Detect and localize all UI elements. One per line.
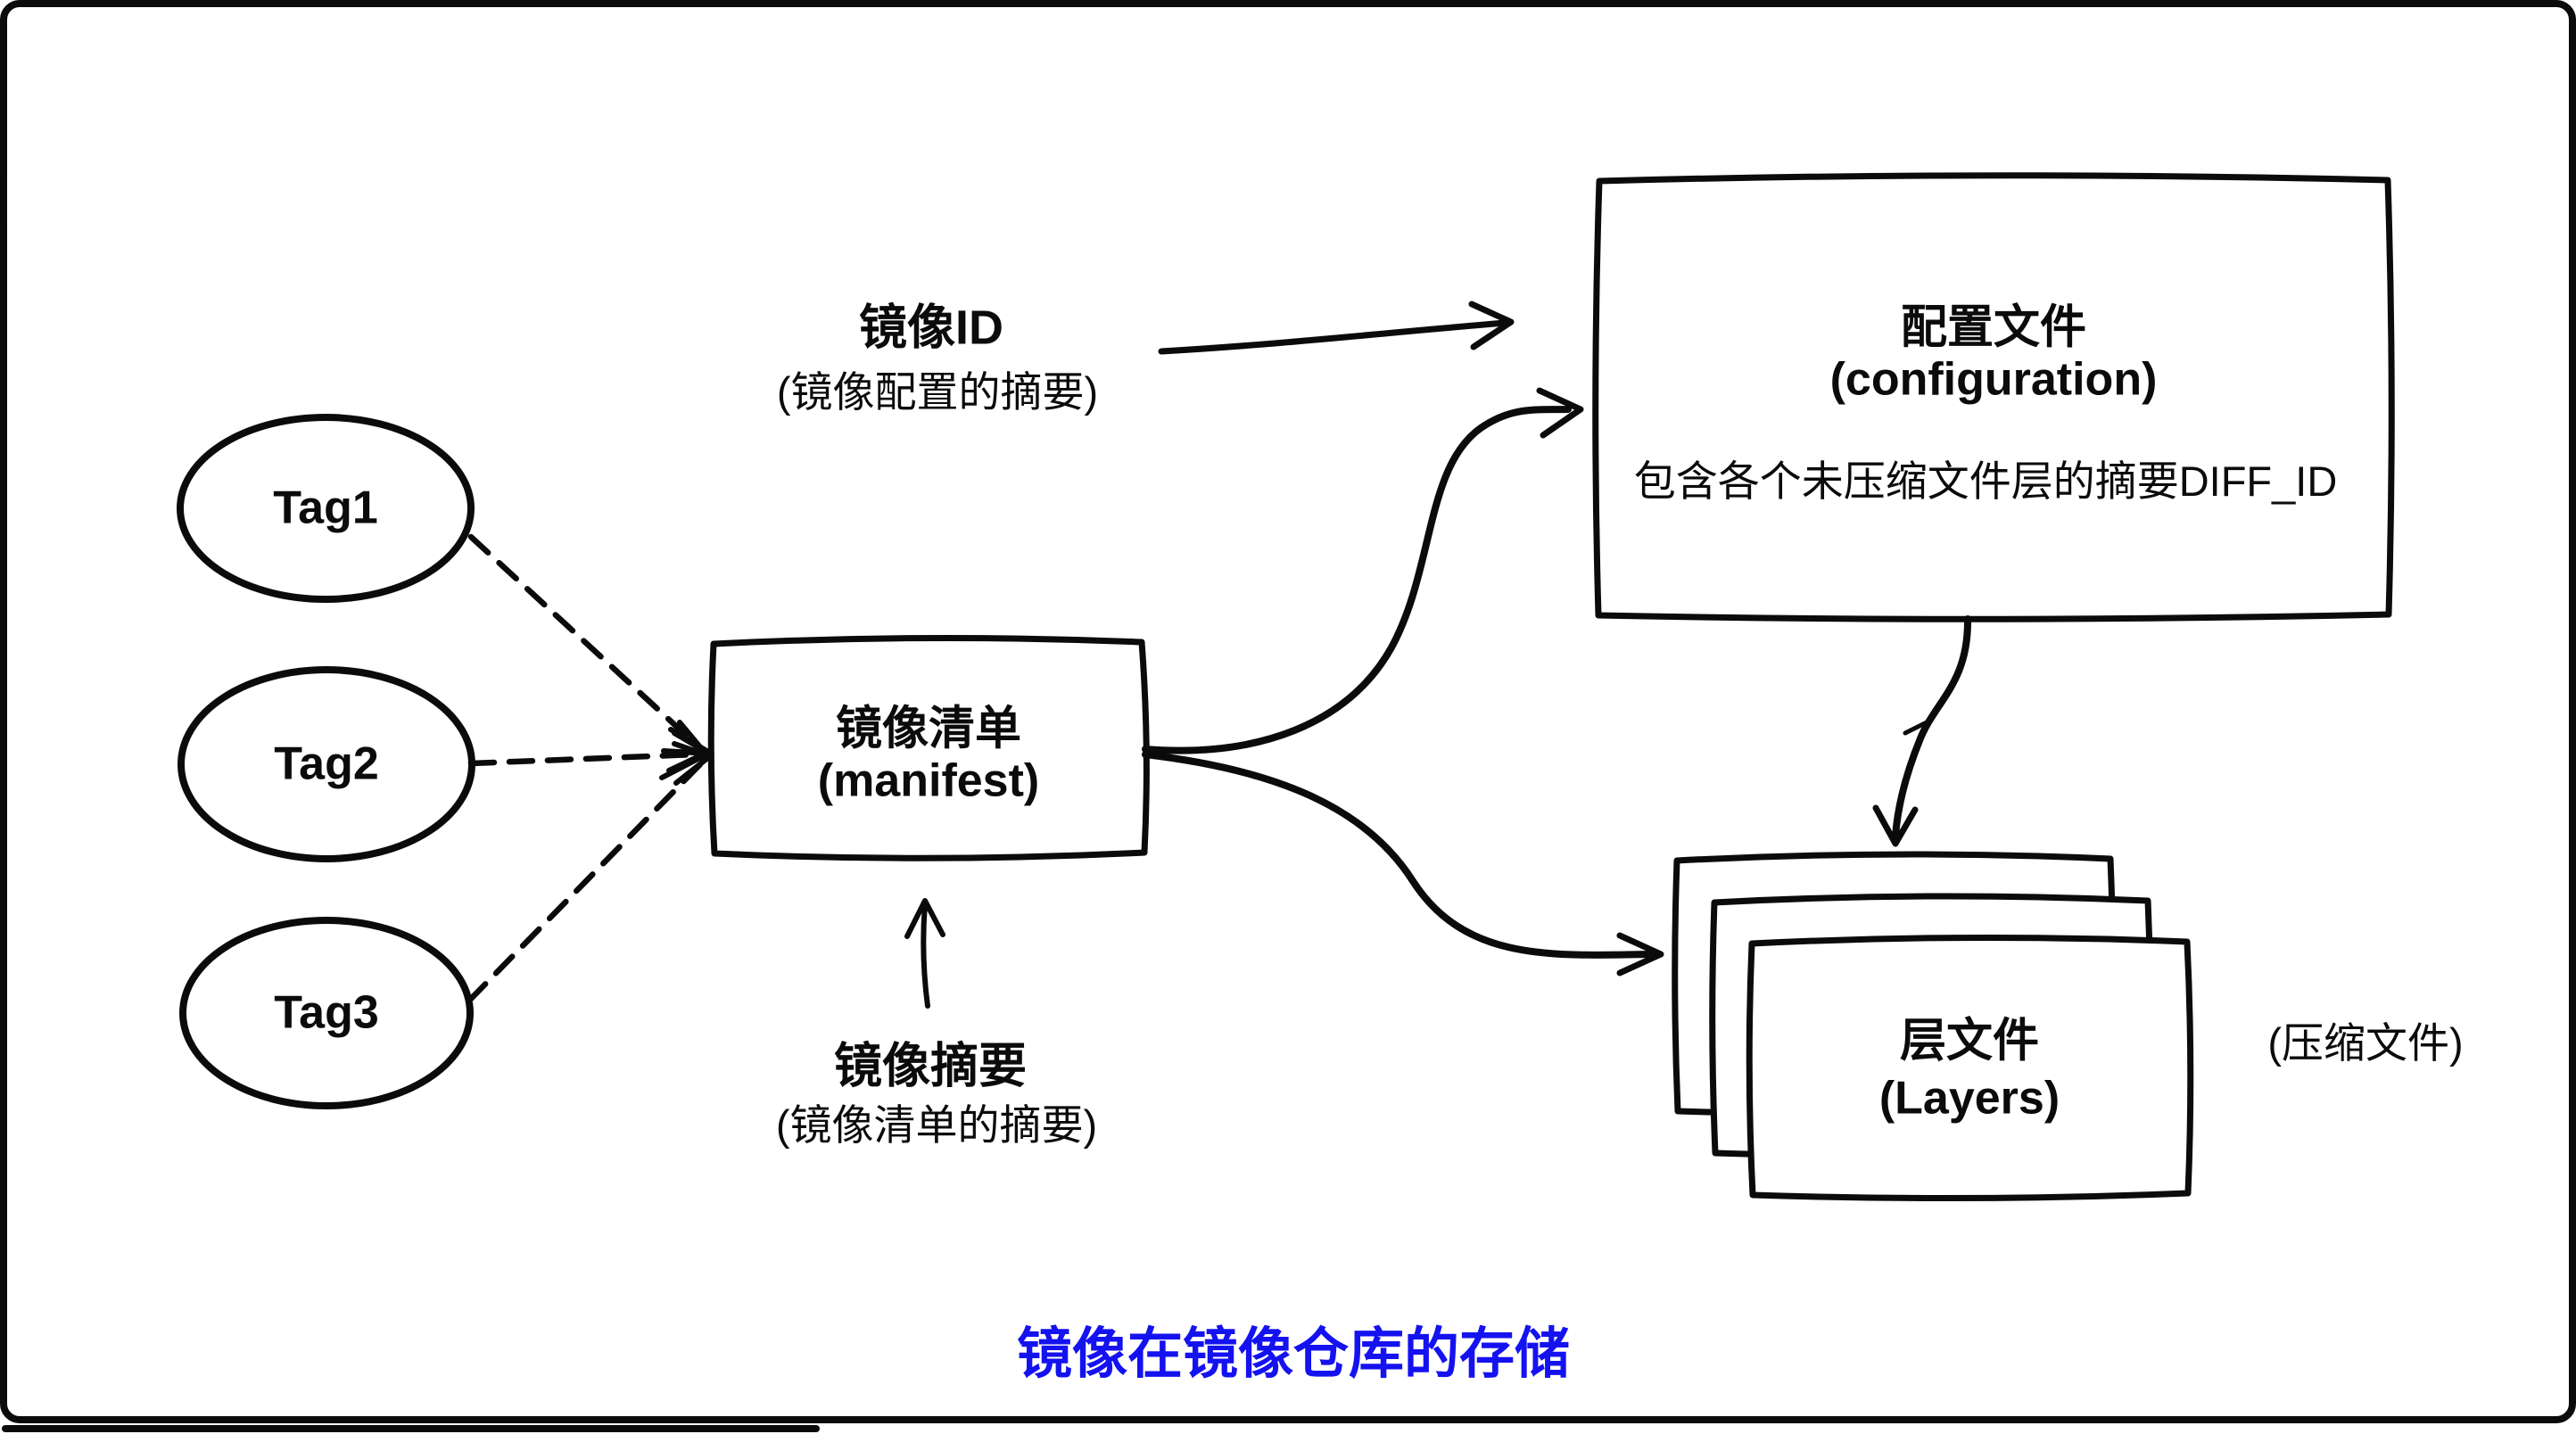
manifest-to-layers-arrow: [1142, 751, 1664, 977]
image-digest-subtitle: (镜像清单的摘要): [775, 1101, 1098, 1150]
config-to-layers-arrow: [1872, 615, 1972, 847]
tag2-to-manifest-dashed-arrow: [467, 751, 699, 767]
image-digest-title: 镜像摘要: [834, 1039, 1027, 1093]
image-id-subtitle: (镜像配置的摘要): [776, 368, 1099, 416]
image-id-arrow: [1158, 301, 1515, 355]
layers-side-note: (压缩文件): [2267, 1019, 2464, 1067]
tag1-label: Tag1: [273, 482, 378, 534]
manifest-to-config-arrow: [1142, 387, 1584, 754]
image-digest-arrow: [904, 898, 945, 1009]
configuration-box: [1592, 172, 2395, 622]
layers-subtitle: (Layers): [1878, 1072, 2060, 1125]
layers-front-rect: [1746, 934, 2194, 1202]
tag3-to-manifest-dashed-arrow: [466, 756, 708, 1004]
tag2-label: Tag2: [274, 738, 379, 790]
tag1-ellipse: [177, 414, 475, 603]
diagram-caption: 镜像在镜像仓库的存储: [1016, 1323, 1571, 1385]
manifest-subtitle: (manifest): [817, 754, 1040, 807]
manifest-box: [707, 634, 1150, 861]
tag1-to-manifest-dashed-arrow: [467, 533, 705, 753]
tag3-ellipse: [179, 917, 474, 1109]
configuration-body: 包含各个未压缩文件层的摘要DIFF_ID: [1633, 457, 2338, 506]
image-id-title: 镜像ID: [859, 301, 1003, 355]
configuration-subtitle: (configuration): [1829, 353, 2158, 406]
layers-title: 层文件: [1899, 1015, 2040, 1067]
manifest-title: 镜像清单: [835, 703, 1022, 755]
manifest-arrowhead-cluster: [659, 720, 713, 786]
configuration-title: 配置文件: [1900, 301, 2087, 354]
tag3-label: Tag3: [274, 986, 379, 1039]
tag2-ellipse: [178, 666, 475, 862]
